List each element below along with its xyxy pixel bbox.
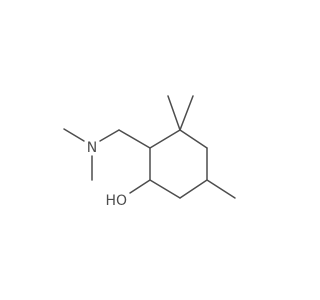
- bond-c3-c4: [179, 129, 208, 149]
- bond-c5-methyl: [206, 179, 236, 199]
- nitrogen-atom-label: N: [87, 140, 97, 156]
- bond-c6-c1: [149, 179, 181, 199]
- bond-ch2-ring-c2: [118, 129, 151, 149]
- bond-c3-methyl-left: [167, 95, 181, 131]
- bond-c3-methyl-right: [179, 95, 194, 131]
- bond-c1-oh: [129, 179, 151, 194]
- bond-n-methyl-upper: [63, 128, 85, 142]
- bond-n-ch2: [99, 129, 120, 142]
- bond-c2-c3: [149, 129, 181, 149]
- bond-c5-c6: [179, 179, 208, 199]
- hydroxyl-label: HO: [105, 193, 127, 209]
- molecule-structure-diagram: N HO: [63, 95, 236, 209]
